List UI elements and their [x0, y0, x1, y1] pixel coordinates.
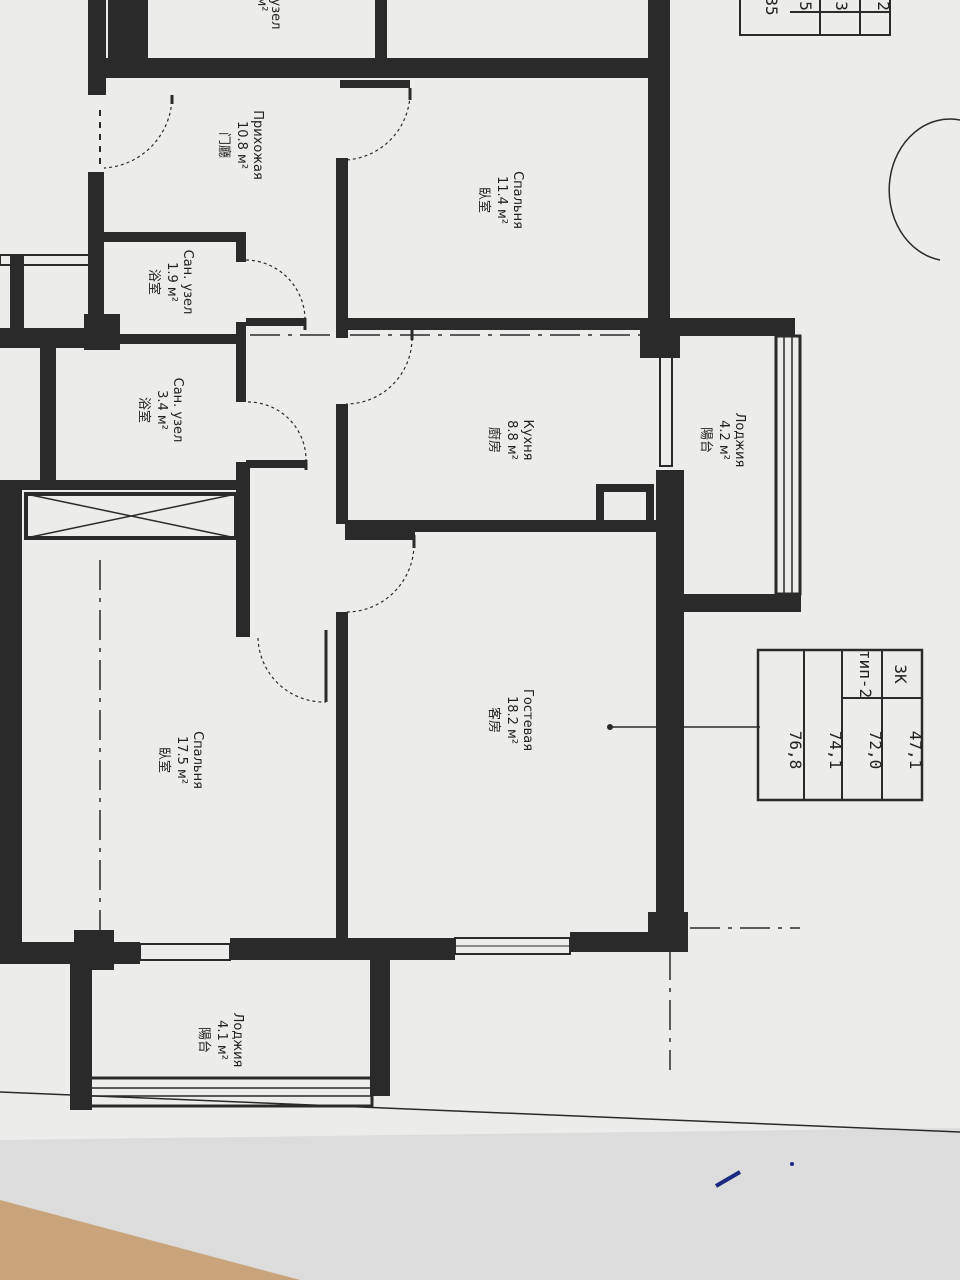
apartment-type: 3К — [891, 664, 910, 684]
room-name: Гостевая — [520, 689, 535, 751]
room-area: 10.8 м² — [234, 121, 249, 169]
room-cn-label: 廚房 — [486, 427, 502, 453]
room-area: 8.8 м² — [504, 420, 519, 460]
room-area: 4.2 м² — [716, 420, 731, 460]
room-name: Прихожая — [250, 110, 265, 180]
room-cn-label: 浴室 — [146, 269, 162, 295]
pen-mark — [714, 1170, 742, 1188]
room-area: 11.4 м² — [494, 176, 509, 224]
summary-table — [756, 648, 924, 802]
room-area: 4.1 м² — [214, 1020, 229, 1060]
wooden-table-corner — [0, 1200, 300, 1280]
room-name: Лоджия — [732, 413, 747, 468]
leader-dot — [607, 724, 613, 730]
room-area: 1.9 м² — [164, 262, 179, 302]
room-area: 3.4 м² — [154, 390, 169, 430]
area-value: 72,0 — [866, 731, 885, 770]
room-cn-label: 门廳 — [216, 132, 232, 158]
table-labels: 3К тип-2 47,1 72,0 74,1 76,8 — [786, 650, 925, 769]
fragment-value: 3 — [832, 1, 851, 11]
walls — [0, 0, 802, 1110]
fragment-value: 5 — [796, 1, 815, 11]
pen-dot — [790, 1162, 794, 1166]
room-name: Сан. узел — [180, 250, 195, 315]
room-name: Спальня — [510, 171, 525, 229]
area-value: 47,1 — [906, 731, 925, 770]
room-cn-label: 陽台 — [196, 1027, 211, 1053]
compass-arc — [888, 118, 960, 261]
room-area: 18.2 м² — [504, 696, 519, 744]
sheet-border-line — [0, 1091, 960, 1133]
room-name: Спальня — [190, 731, 205, 789]
paper-sheet — [0, 0, 960, 1140]
top-table-fragment — [739, 0, 891, 36]
fragment-value: 2 — [874, 1, 893, 11]
paper-bottom-edge — [0, 1128, 960, 1280]
fragment-value: 35 — [762, 0, 781, 16]
room-cn-label: 浴室 — [136, 397, 152, 423]
door-leaves — [170, 88, 416, 702]
room-area: 17.5 м² — [174, 736, 189, 784]
door-swings — [103, 94, 415, 703]
room-cn-label: 臥室 — [156, 747, 172, 773]
room-name: Сан. узел — [170, 378, 185, 443]
area-value: 76,8 — [786, 731, 805, 770]
room-name: узел — [268, 0, 283, 29]
room-cn-label: 陽台 — [698, 427, 713, 453]
room-name: Кухня — [520, 420, 535, 461]
axis-lines — [99, 334, 800, 1070]
room-name: Лоджия — [230, 1013, 245, 1068]
apartment-label: тип-2 — [856, 650, 875, 698]
area-value: 74,1 — [826, 731, 845, 770]
room-area: м² — [254, 0, 269, 12]
room-cn-label: 客房 — [486, 707, 502, 733]
room-cn-label: 臥室 — [476, 187, 492, 213]
